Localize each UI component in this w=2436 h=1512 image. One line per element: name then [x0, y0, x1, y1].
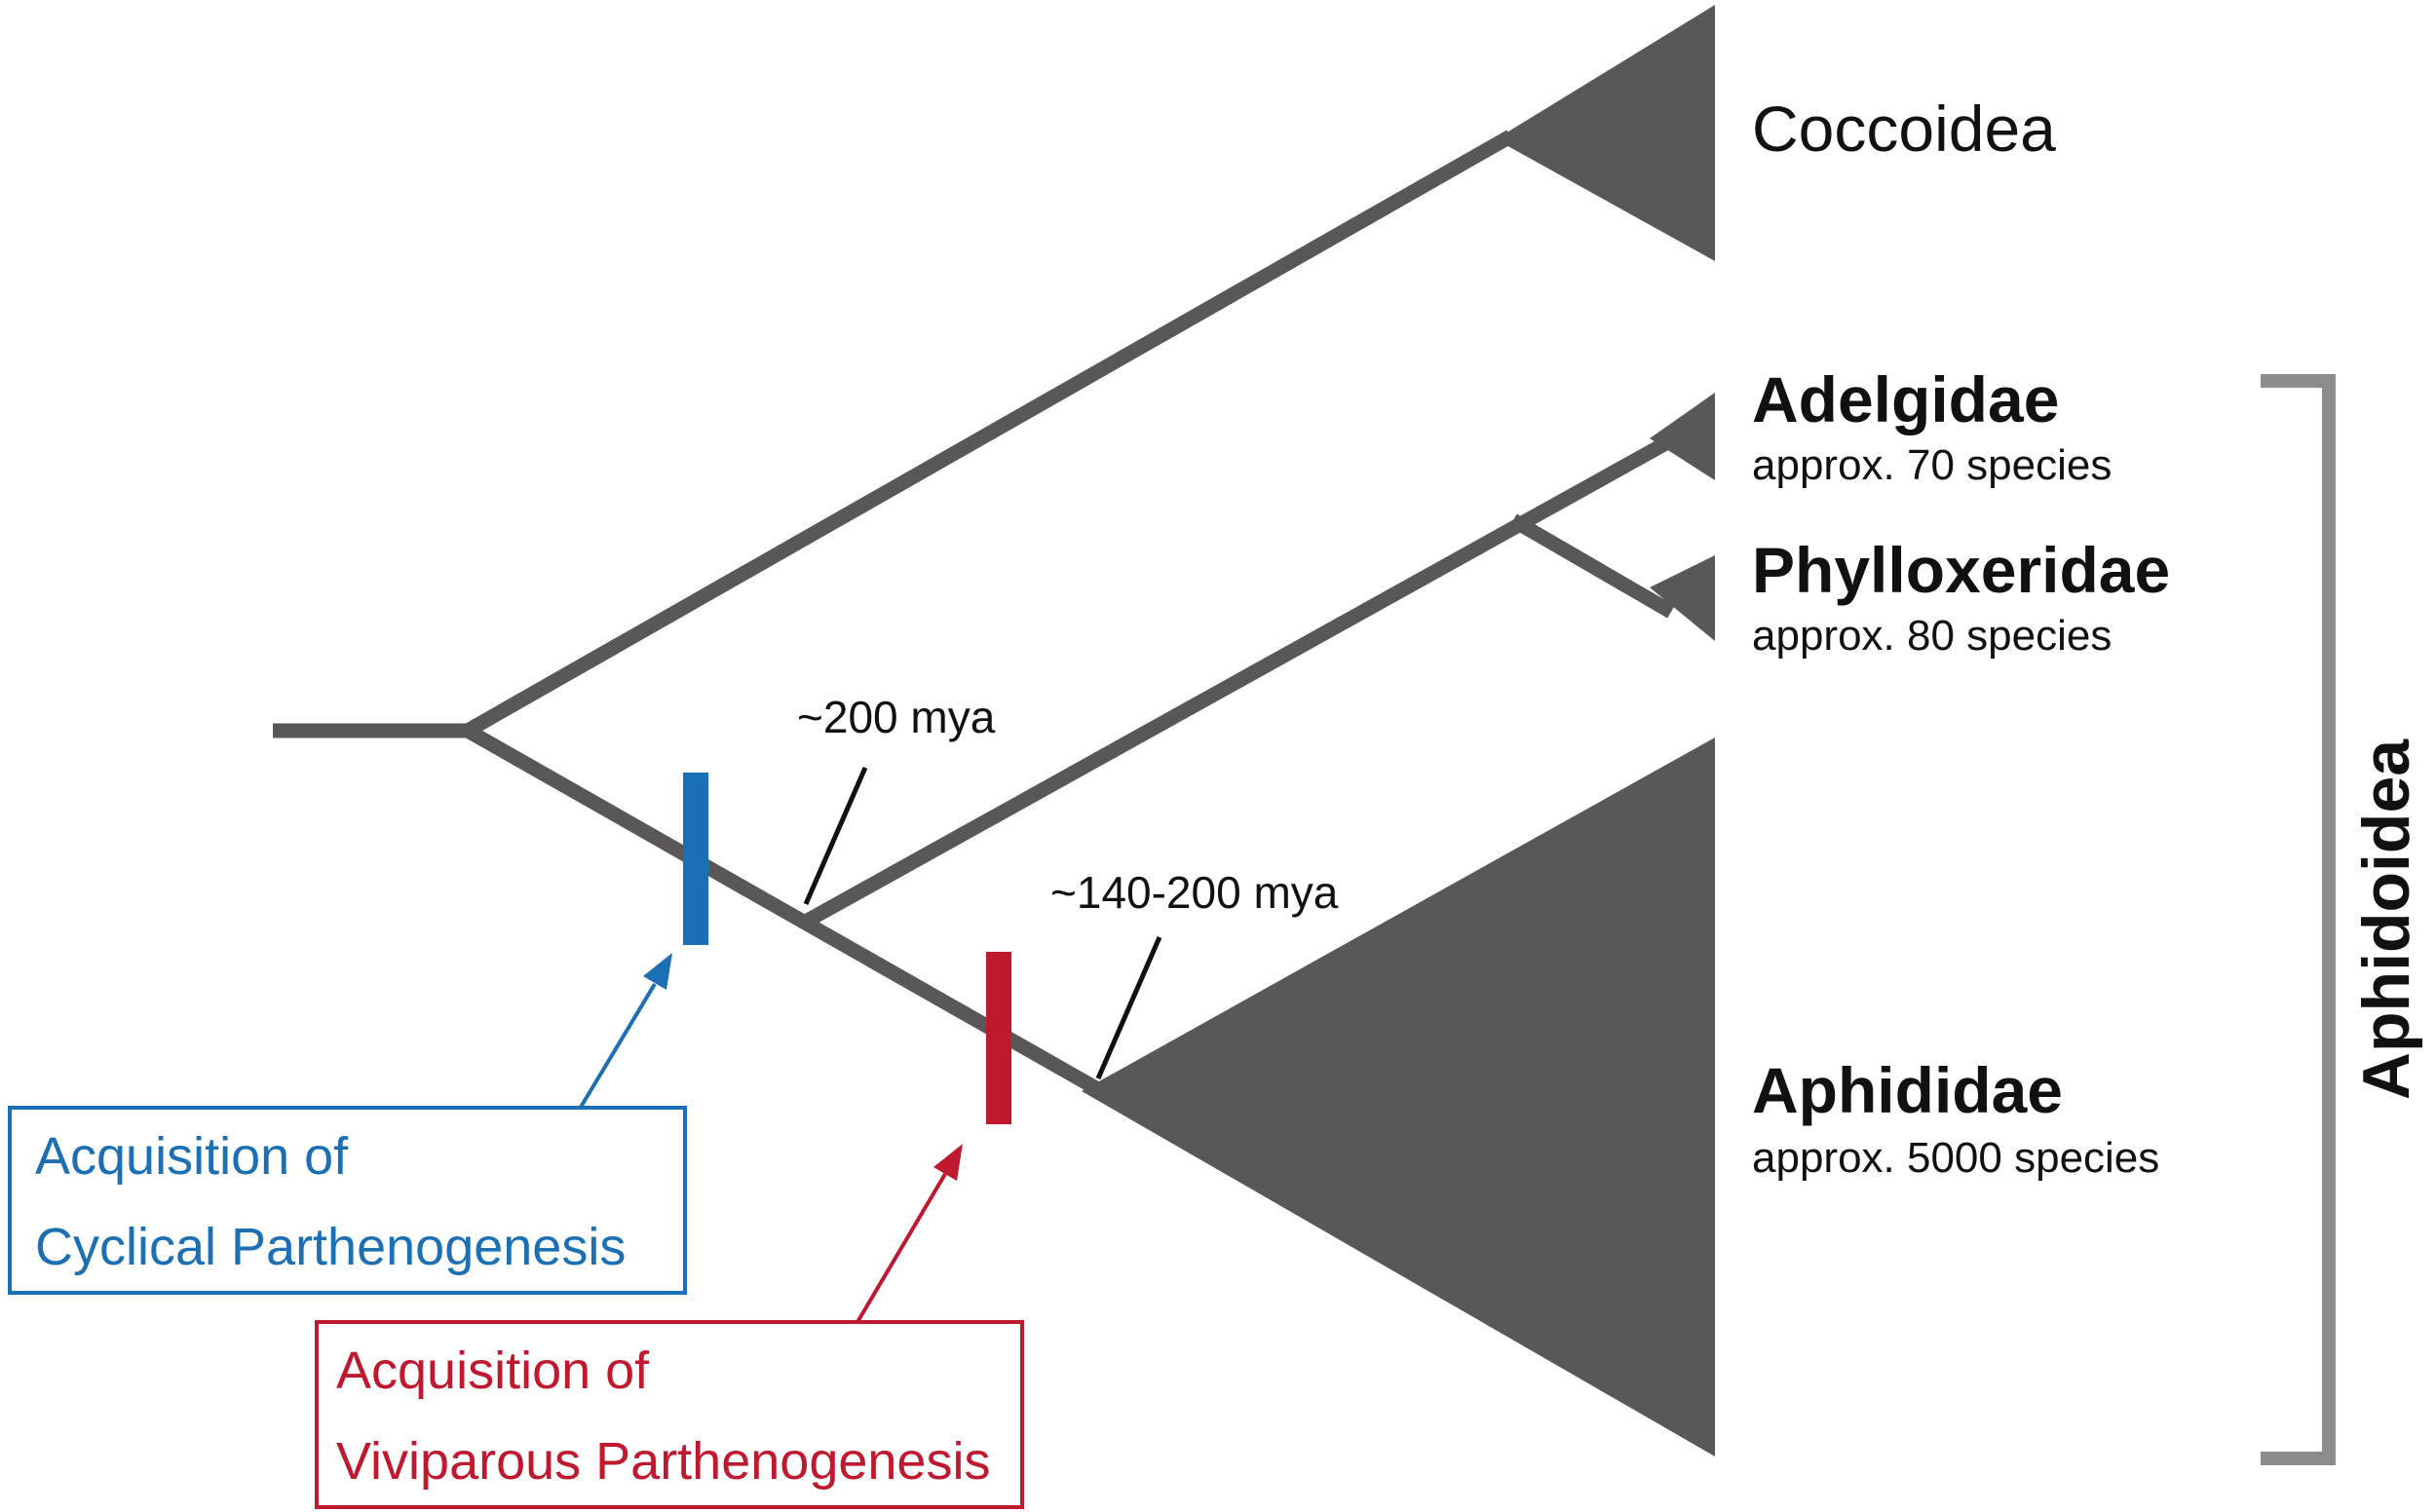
cyclical-parthenogenesis-marker: [683, 773, 708, 945]
taxon-adelgidae-species: approx. 70 species: [1752, 441, 2112, 489]
branch-to-coccoidea: [464, 130, 1514, 737]
taxon-aphididae: Aphididae: [1752, 1054, 2063, 1126]
viviparous-box-line2: Viviparous Parthenogenesis: [336, 1432, 990, 1491]
aphidoidea-label: Aphidoidea: [2349, 738, 2423, 1100]
clade-adelgidae: [1650, 393, 1715, 480]
cyclical-arrow: [578, 953, 672, 1111]
divergence-time-200: ~200 mya: [797, 692, 996, 742]
viviparous-parthenogenesis-marker: [986, 952, 1011, 1124]
clade-aphididae: [1082, 737, 1715, 1456]
taxon-coccoidea: Coccoidea: [1752, 93, 2056, 165]
cyclical-parthenogenesis-box: [8, 1106, 687, 1295]
divergence-pointer-140-200: [1095, 936, 1162, 1079]
viviparous-arrow: [856, 1144, 963, 1324]
viviparous-parthenogenesis-box: [315, 1320, 1024, 1509]
tree-branches: [273, 130, 1675, 1098]
viviparous-box-line1: Acquisition of: [336, 1342, 650, 1400]
divergence-time-140-200: ~140-200 mya: [1050, 867, 1339, 918]
taxon-phylloxeridae: Phylloxeridae: [1752, 534, 2170, 606]
clade-coccoidea: [1496, 5, 1715, 261]
clade-phylloxeridae: [1650, 555, 1715, 641]
taxon-phylloxeridae-species: approx. 80 species: [1752, 612, 2112, 660]
divergence-pointer-200: [803, 767, 868, 905]
taxon-adelgidae: Adelgidae: [1752, 363, 2059, 435]
cyclical-box-line2: Cyclical Parthenogenesis: [35, 1218, 626, 1276]
aphidoidea-bracket: [2261, 374, 2336, 1465]
taxon-aphididae-species: approx. 5000 species: [1752, 1134, 2159, 1182]
cyclical-box-line1: Acquisition of: [35, 1127, 349, 1186]
branch-to-phylloxeridae: [1509, 513, 1675, 619]
clade-triangles: [1082, 5, 1715, 1456]
